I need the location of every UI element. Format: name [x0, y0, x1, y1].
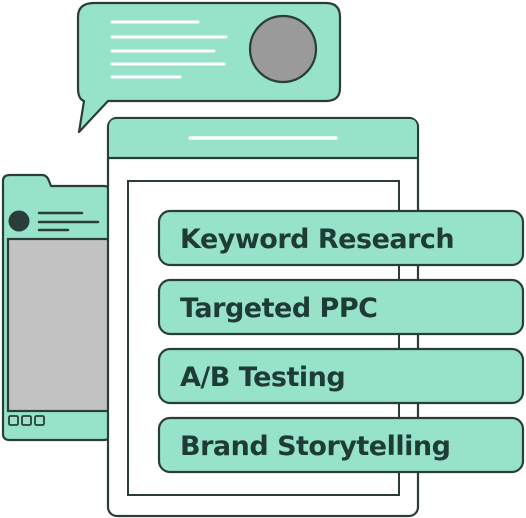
profile-text-lines — [37, 211, 100, 232]
window-control-square-icon — [34, 415, 45, 426]
window-control-square-icon — [21, 415, 32, 426]
profile-avatar-icon — [8, 210, 30, 232]
service-pill-background — [157, 278, 525, 336]
service-pill-targeted-ppc: Targeted PPC — [157, 278, 525, 336]
profile-window — [1, 173, 114, 442]
window-controls — [8, 415, 45, 426]
window-control-square-icon — [8, 415, 19, 426]
profile-screen — [6, 237, 114, 413]
service-label: A/B Testing — [180, 362, 345, 393]
service-pill-background — [157, 347, 525, 405]
service-pill-background — [157, 416, 525, 474]
service-label: Brand Storytelling — [180, 431, 450, 462]
chat-avatar-icon — [248, 14, 318, 84]
service-pill-ab-testing: A/B Testing — [157, 347, 525, 405]
service-label: Targeted PPC — [180, 293, 377, 324]
service-pill-keyword-research: Keyword Research — [157, 209, 525, 267]
chat-text-lines — [110, 20, 228, 79]
service-label: Keyword Research — [180, 224, 454, 255]
services-list: Keyword Research Targeted PPC A/B Testin… — [157, 209, 525, 474]
chat-bubble — [76, 1, 342, 134]
service-pill-background — [157, 209, 525, 267]
service-pill-brand-storytelling: Brand Storytelling — [157, 416, 525, 474]
